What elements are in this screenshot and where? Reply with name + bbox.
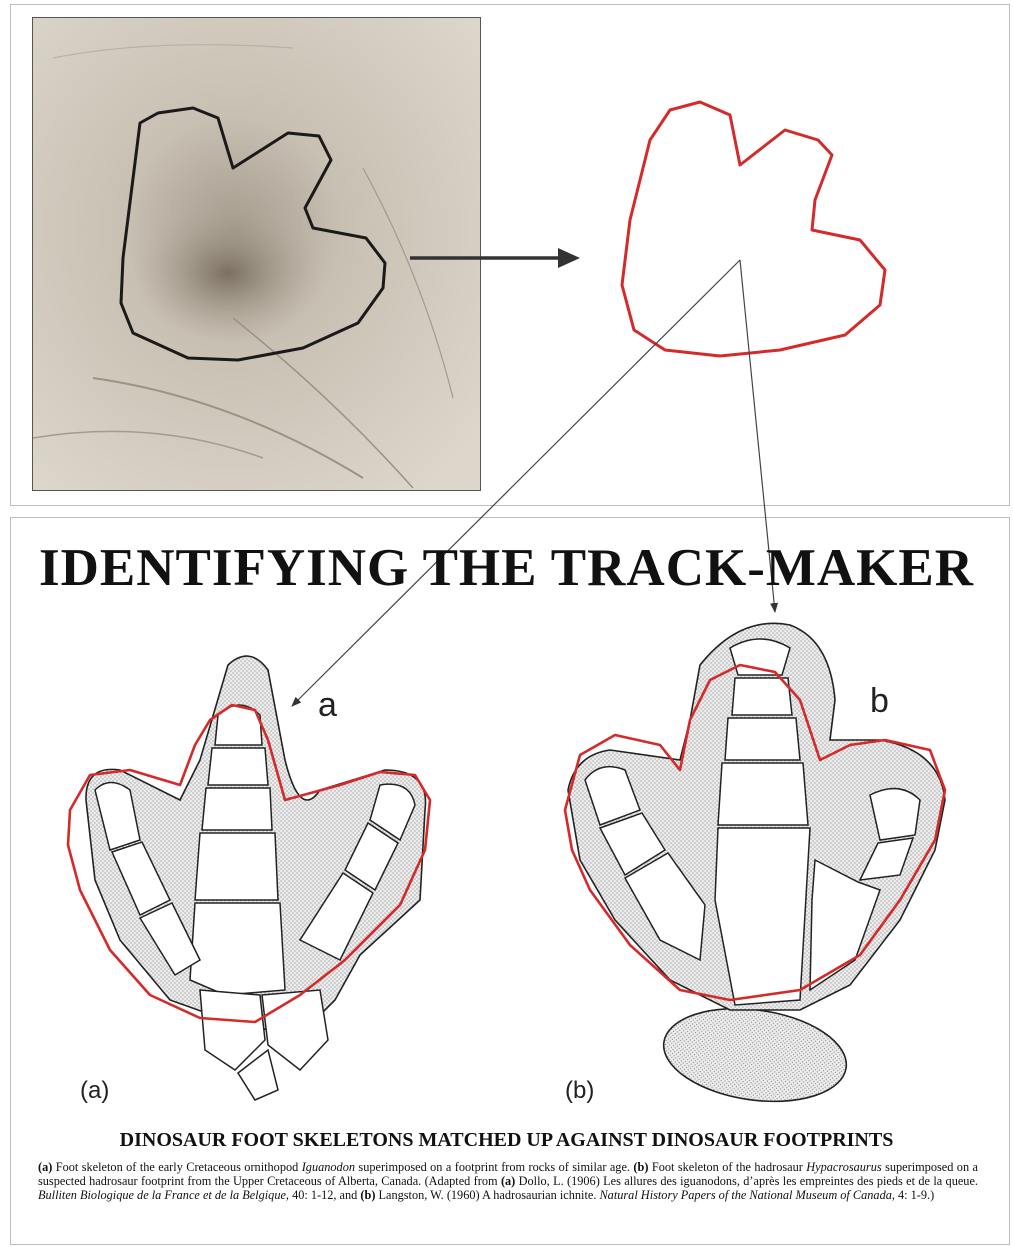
skeleton-b-heel-pad [658, 998, 853, 1113]
caption-ref-b-marker: (b) [360, 1188, 375, 1202]
caption-genus-iguanodon: Iguanodon [302, 1160, 355, 1174]
caption-journal-b: Natural History Papers of the National M… [599, 1188, 894, 1202]
traced-footprint-outline [622, 102, 885, 356]
caption-ref-a-marker: (a) [501, 1174, 515, 1188]
caption-journal-a: Bulliten Biologique de la France et de l… [38, 1188, 289, 1202]
caption-text: Langston, W. (1960) A hadrosaurian ichni… [375, 1188, 599, 1202]
caption-b-marker: (b) [633, 1160, 648, 1174]
skeleton-a [68, 656, 430, 1100]
arrow-to-a [292, 260, 740, 706]
transfer-arrowhead [558, 248, 580, 268]
label-a: a [318, 686, 337, 725]
caption-text: Dollo, L. (1906) Les allures des iguanod… [515, 1174, 978, 1188]
panel-a-label: (a) [80, 1077, 109, 1105]
label-b: b [870, 682, 889, 721]
caption-text: superimposed on a footprint from rocks o… [355, 1160, 633, 1174]
caption-a-marker: (a) [38, 1160, 52, 1174]
caption-text: Foot skeleton of the early Cretaceous or… [52, 1160, 301, 1174]
diagram-title: IDENTIFYING THE TRACK-MAKER [0, 538, 1013, 598]
caption-text: 4: 1-9.) [895, 1188, 934, 1202]
subheading: DINOSAUR FOOT SKELETONS MATCHED UP AGAIN… [0, 1129, 1013, 1152]
caption: (a) Foot skeleton of the early Cretaceou… [38, 1160, 978, 1202]
panel-b-label: (b) [565, 1077, 594, 1105]
caption-text: Foot skeleton of the hadrosaur [648, 1160, 806, 1174]
caption-text: 40: 1-12, and [289, 1188, 360, 1202]
caption-genus-hypacrosaurus: Hypacrosaurus [806, 1160, 881, 1174]
